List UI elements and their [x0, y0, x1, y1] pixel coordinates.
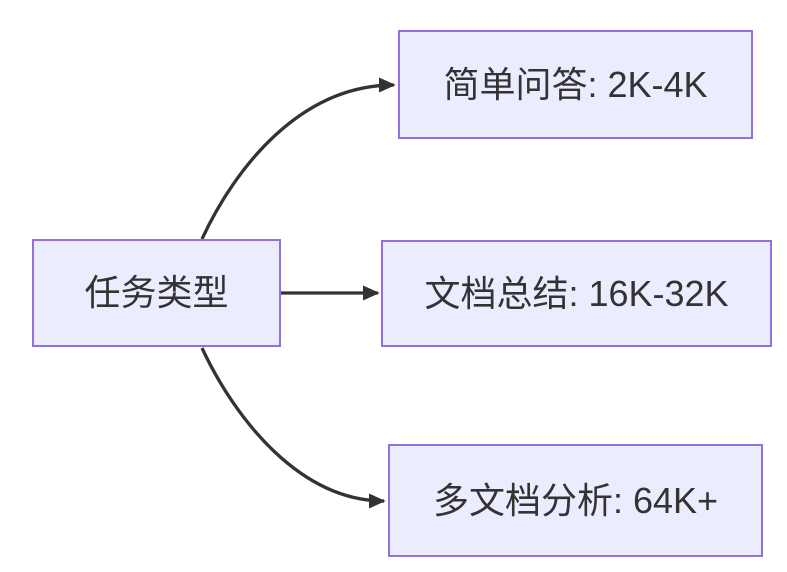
node-multi-doc: 多文档分析: 64K+ [388, 444, 763, 557]
node-multi-doc-label: 多文档分析: 64K+ [432, 479, 719, 521]
node-doc-summary-label: 文档总结: 16K-32K [424, 272, 729, 314]
node-task-type-label: 任务类型 [84, 272, 229, 314]
edge-task-type-to-simple-qa [200, 77, 396, 240]
edge-task-type-to-multi-doc [200, 347, 386, 509]
node-simple-qa-label: 简单问答: 2K-4K [443, 63, 708, 105]
node-doc-summary: 文档总结: 16K-32K [381, 240, 772, 347]
node-simple-qa: 简单问答: 2K-4K [398, 30, 753, 139]
node-task-type: 任务类型 [32, 239, 281, 347]
